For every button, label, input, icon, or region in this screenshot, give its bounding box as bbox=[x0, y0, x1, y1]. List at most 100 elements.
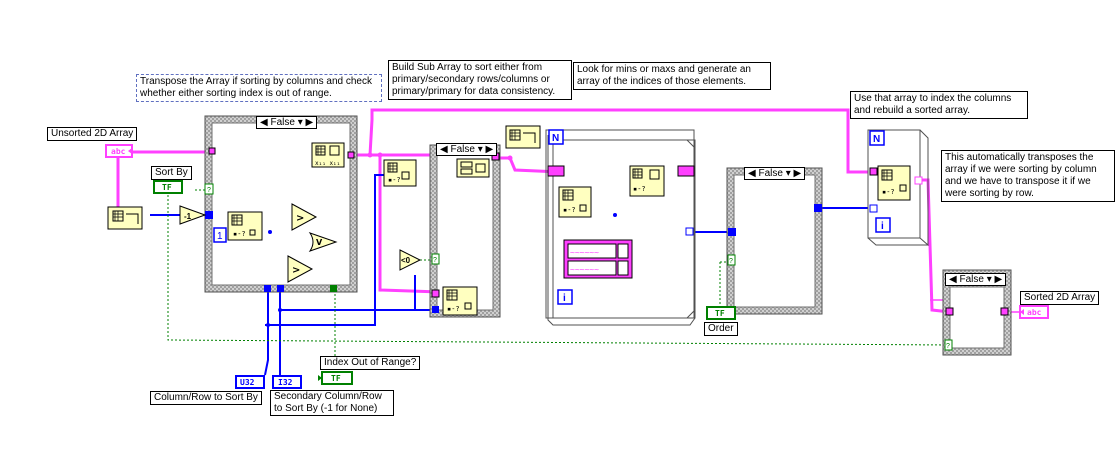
array-constant[interactable]: ~~~~~~ ~~~~~~ bbox=[563, 239, 633, 279]
svg-text:▪-?: ▪-? bbox=[633, 185, 646, 193]
case3-next-icon[interactable]: ▶ bbox=[793, 168, 802, 179]
i32-terminal-text: I32 bbox=[278, 378, 293, 387]
svg-text:x₁₁ x₁₁: x₁₁ x₁₁ bbox=[315, 160, 340, 167]
case4-value: False bbox=[959, 274, 984, 285]
svg-text:?: ? bbox=[433, 257, 437, 264]
label-order: Order bbox=[704, 322, 738, 336]
case4-dropdown-icon[interactable]: ▾ bbox=[986, 274, 992, 285]
order-terminal-text: TF bbox=[715, 309, 725, 318]
case3-selector[interactable]: ◀ False ▾ ▶ bbox=[744, 167, 806, 180]
svg-text:i: i bbox=[563, 293, 566, 304]
decrement-node[interactable] bbox=[179, 205, 207, 225]
loop2-count-terminal[interactable]: N bbox=[869, 130, 885, 146]
svg-text:▪-?: ▪-? bbox=[388, 176, 401, 184]
wire-junctions bbox=[266, 213, 617, 327]
svg-text:▪-?: ▪-? bbox=[563, 206, 576, 214]
svg-text:?: ? bbox=[207, 187, 211, 194]
out-of-range-terminal-text: TF bbox=[331, 374, 341, 383]
svg-text:▪-?: ▪-? bbox=[233, 230, 246, 238]
svg-text:>: > bbox=[296, 213, 304, 224]
svg-text:-1: -1 bbox=[184, 212, 192, 221]
case1-dropdown-icon[interactable]: ▾ bbox=[297, 117, 303, 128]
case2-next-icon[interactable]: ▶ bbox=[485, 144, 494, 155]
greater-than-node-1[interactable]: > bbox=[291, 203, 318, 231]
svg-text:~~~~~~: ~~~~~~ bbox=[570, 248, 599, 257]
note-transpose: Transpose the Array if sorting by column… bbox=[136, 74, 382, 102]
transpose-node[interactable]: x₁₁ x₁₁ bbox=[311, 142, 345, 168]
svg-text:?: ? bbox=[946, 343, 950, 350]
i32-terminal[interactable]: I32 bbox=[272, 375, 302, 389]
loop1-iteration-terminal: i bbox=[557, 289, 573, 305]
case1-prev-icon[interactable]: ◀ bbox=[260, 117, 268, 128]
label-secondary: Secondary Column/Row to Sort By (-1 for … bbox=[270, 390, 394, 416]
case3-selector-tunnel: ? bbox=[727, 254, 736, 266]
label-sorted-array: Sorted 2D Array bbox=[1020, 291, 1100, 305]
case3-prev-icon[interactable]: ◀ bbox=[748, 168, 756, 179]
order-terminal[interactable]: TF bbox=[706, 306, 736, 320]
search-array-node[interactable]: ▪-? bbox=[629, 165, 665, 197]
note-build-sub-array: Build Sub Array to sort either from prim… bbox=[388, 60, 572, 100]
u32-terminal[interactable]: U32 bbox=[235, 375, 265, 389]
label-unsorted-array: Unsorted 2D Array bbox=[47, 127, 138, 141]
index-out-of-range-terminal[interactable]: TF bbox=[318, 371, 353, 385]
sort-by-terminal-text: TF bbox=[162, 183, 172, 192]
loop2-iteration-terminal: i bbox=[875, 217, 891, 233]
label-index-out-of-range: Index Out of Range? bbox=[320, 356, 421, 370]
pink-junctions bbox=[367, 152, 513, 161]
build-array-node[interactable] bbox=[456, 158, 490, 178]
for-loop-2[interactable] bbox=[867, 129, 929, 247]
case4-prev-icon[interactable]: ◀ bbox=[949, 274, 957, 285]
less-than-zero-label: <0 bbox=[401, 256, 411, 265]
svg-text:▪-?: ▪-? bbox=[882, 188, 895, 196]
svg-text:?: ? bbox=[729, 258, 733, 265]
svg-text:>: > bbox=[292, 265, 300, 276]
case1-selector[interactable]: ◀ False ▾ ▶ bbox=[256, 116, 318, 129]
svg-text:▪-?: ▪-? bbox=[447, 305, 460, 313]
min-max-node[interactable]: ▪-? bbox=[558, 186, 592, 218]
sort-by-terminal[interactable]: TF bbox=[153, 180, 183, 194]
build-sub-array-node-1[interactable]: ▪-? bbox=[227, 211, 263, 241]
label-sort-by: Sort By bbox=[151, 166, 192, 180]
u32-terminal-text: U32 bbox=[240, 378, 255, 387]
case3-value: False bbox=[758, 168, 783, 179]
svg-text:N: N bbox=[873, 134, 880, 145]
svg-text:i: i bbox=[881, 221, 884, 232]
case2-selector-tunnel: ? bbox=[431, 253, 440, 265]
case-structure-3[interactable] bbox=[726, 167, 823, 315]
or-node[interactable]: V bbox=[308, 232, 338, 252]
array-size-node[interactable] bbox=[107, 206, 143, 230]
svg-text:N: N bbox=[552, 133, 559, 144]
index-array-node-3[interactable]: ▪-? bbox=[877, 165, 911, 201]
svg-text:<0: <0 bbox=[401, 256, 411, 265]
svg-text:V: V bbox=[316, 238, 323, 247]
case2-selector[interactable]: ◀ False ▾ ▶ bbox=[436, 143, 498, 156]
decrement-label: -1 bbox=[184, 212, 192, 221]
case1-value: False bbox=[270, 117, 295, 128]
case4-selector[interactable]: ◀ False ▾ ▶ bbox=[945, 273, 1007, 286]
note-auto-transpose: This automatically transposes the array … bbox=[941, 150, 1115, 202]
index-array-node-1[interactable]: ▪-? bbox=[383, 159, 417, 187]
index-array-node-2[interactable]: ▪-? bbox=[442, 286, 478, 316]
case4-selector-tunnel: ? bbox=[944, 339, 953, 351]
case2-value: False bbox=[450, 144, 475, 155]
unsorted-terminal-text: abc bbox=[111, 147, 126, 156]
case-structure-1[interactable] bbox=[204, 115, 358, 293]
case1-next-icon[interactable]: ▶ bbox=[305, 117, 314, 128]
array-size-node-2[interactable] bbox=[505, 125, 541, 149]
svg-text:~~~~~~: ~~~~~~ bbox=[570, 265, 599, 274]
label-column-row: Column/Row to Sort By bbox=[150, 391, 262, 405]
sort-by-tunnel-icon: ? bbox=[204, 183, 214, 195]
unsorted-array-terminal[interactable]: abc bbox=[105, 144, 133, 158]
case3-dropdown-icon[interactable]: ▾ bbox=[785, 168, 791, 179]
sorted-terminal-text: abc bbox=[1027, 308, 1042, 317]
case2-prev-icon[interactable]: ◀ bbox=[440, 144, 448, 155]
loop1-count-terminal[interactable]: N bbox=[548, 129, 564, 145]
sorted-array-terminal[interactable]: abc bbox=[1019, 305, 1049, 319]
case-index-one[interactable]: 1 bbox=[213, 227, 227, 243]
case2-dropdown-icon[interactable]: ▾ bbox=[477, 144, 483, 155]
less-than-zero-node[interactable] bbox=[399, 249, 422, 271]
for-loop-1[interactable] bbox=[545, 129, 696, 326]
greater-than-node-2[interactable]: > bbox=[287, 255, 314, 283]
note-look-for: Look for mins or maxs and generate an ar… bbox=[573, 62, 771, 90]
case4-next-icon[interactable]: ▶ bbox=[994, 274, 1003, 285]
